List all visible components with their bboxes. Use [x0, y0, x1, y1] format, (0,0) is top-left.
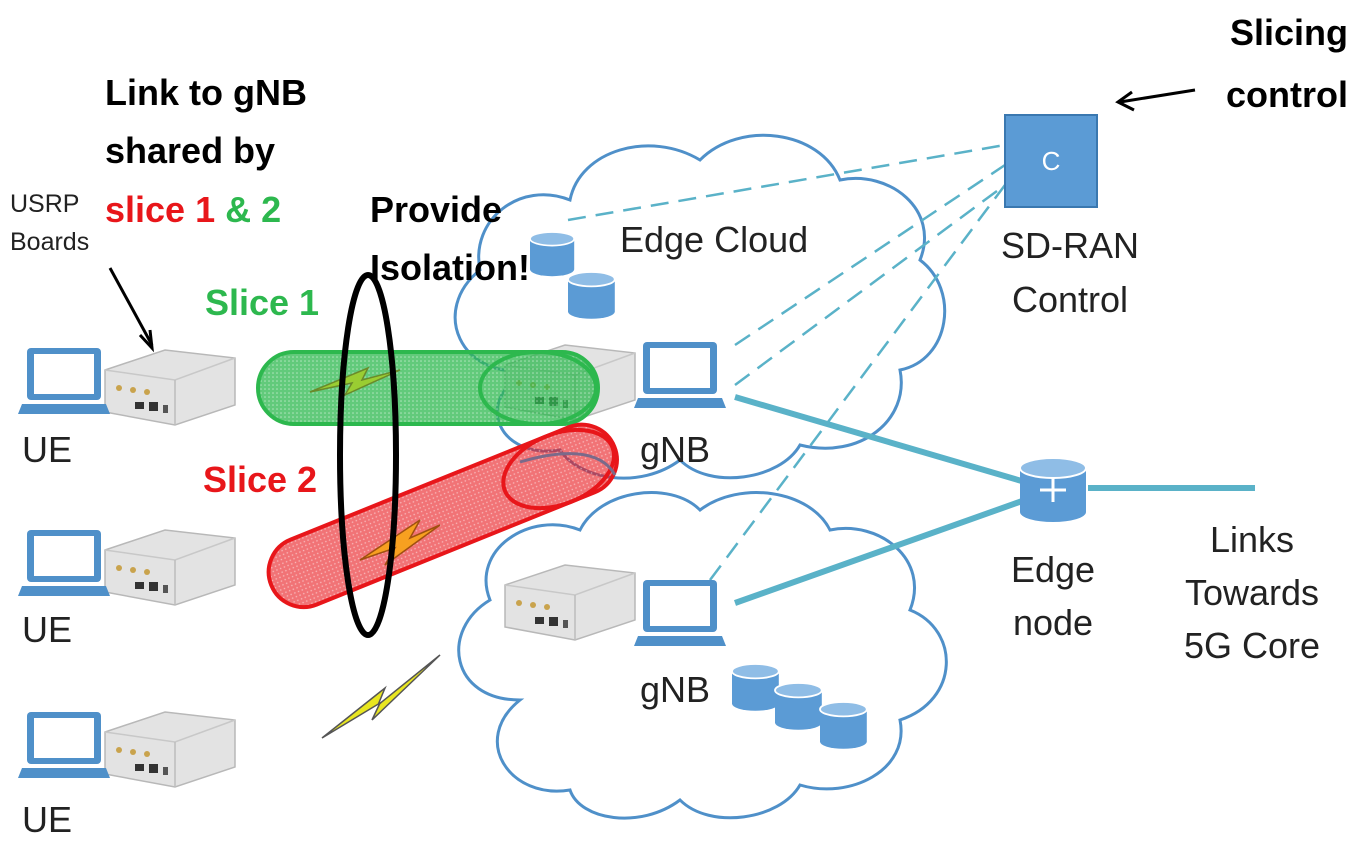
database-icon	[567, 271, 616, 320]
cloud-icon	[453, 133, 947, 480]
laptop-icon	[18, 712, 110, 778]
provide-isolation-line2: Isolation!	[370, 247, 530, 288]
laptop-icon	[18, 348, 110, 414]
links-label-line3: 5G Core	[1184, 625, 1320, 666]
slice2-inner-link	[519, 452, 617, 476]
usrp-board-icon	[104, 349, 236, 426]
gnb-top-label: gNB	[640, 429, 710, 470]
ue-label-3: UE	[22, 799, 72, 840]
and-slice2-word: & 2	[215, 189, 281, 230]
usrp-board-icon	[104, 529, 236, 606]
laptop-icon	[634, 342, 726, 408]
link-shared-line2: shared by	[105, 130, 275, 171]
cloud-icon	[457, 491, 948, 820]
sdran-label-line2: Control	[1012, 279, 1128, 320]
isolation-ring	[337, 272, 399, 638]
edge-cloud-label: Edge Cloud	[620, 219, 808, 260]
controller-letter: C	[1042, 146, 1061, 176]
links-label-line1: Links	[1210, 519, 1294, 560]
database-icon	[731, 663, 780, 712]
database-icon	[819, 701, 868, 750]
lightning-icon	[309, 366, 401, 397]
ue-label-1: UE	[22, 429, 72, 470]
usrp-label-line2: Boards	[10, 228, 89, 256]
edge-node-label-line1: Edge	[1011, 549, 1095, 590]
database-icon	[529, 231, 576, 278]
backhaul-links	[733, 394, 1255, 606]
controller-box	[1004, 114, 1098, 208]
slice1-tunnel	[256, 350, 600, 426]
slice1-label: Slice 1	[205, 282, 319, 323]
laptop-icon	[18, 530, 110, 596]
usrp-label-line1: USRP	[10, 190, 79, 218]
laptop-icon	[634, 580, 726, 646]
slice-pair-line: slice 1 & 2	[105, 189, 281, 230]
control-links	[567, 143, 1007, 581]
slice1-word: slice 1	[105, 189, 215, 230]
database-icon	[774, 682, 823, 731]
slice2-tunnel	[266, 422, 619, 610]
ue-label-2: UE	[22, 609, 72, 650]
slicing-control-arrow	[1119, 88, 1196, 104]
usrp-pointer-arrow	[108, 267, 154, 346]
slicing-control-line1: Slicing	[1230, 12, 1348, 53]
lightning-icon	[321, 654, 441, 739]
sdran-label-line1: SD-RAN	[1001, 225, 1139, 266]
usrp-board-icon	[104, 711, 236, 788]
slice2-label: Slice 2	[203, 459, 317, 500]
edge-node-label-line2: node	[1013, 602, 1093, 643]
slicing-control-line2: control	[1226, 74, 1348, 115]
provide-isolation-line1: Provide	[370, 189, 502, 230]
gnb-bottom-label: gNB	[640, 669, 710, 710]
links-label-line2: Towards	[1185, 572, 1319, 613]
router-icon	[1019, 457, 1087, 522]
link-shared-line1: Link to gNB	[105, 72, 307, 113]
